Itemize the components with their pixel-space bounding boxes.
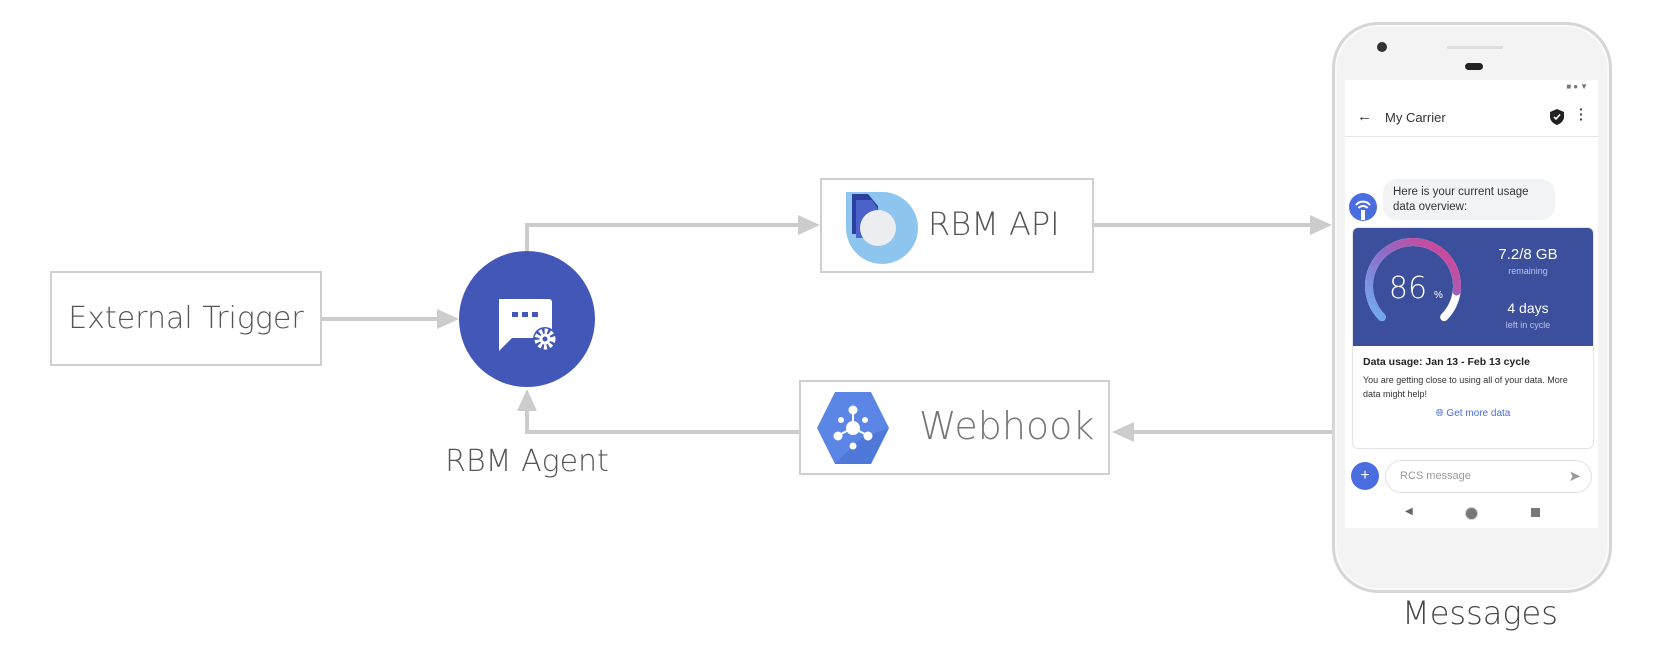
arrowhead <box>437 309 459 329</box>
rbm-agent-label: RBM Agent <box>445 444 609 479</box>
external-trigger-label: External Trigger <box>68 301 304 336</box>
nav-home-icon[interactable] <box>1465 507 1478 520</box>
get-more-data-label: Get more data <box>1446 408 1511 419</box>
edge-webhook-agent <box>525 405 799 434</box>
rbm-api-label: RBM API <box>928 205 1060 243</box>
days-left: 4 days <box>1507 300 1549 316</box>
input-placeholder: RCS message <box>1400 470 1471 482</box>
gauge-unit: % <box>1434 290 1443 301</box>
gauge-value: 86 <box>1389 271 1427 306</box>
carrier-avatar-icon <box>1349 193 1377 221</box>
add-attachment-button[interactable]: + <box>1351 462 1379 490</box>
webhook-label: Webhook <box>919 404 1095 448</box>
data-caption: remaining <box>1508 266 1548 276</box>
send-icon[interactable]: ➤ <box>1568 468 1581 485</box>
earpiece <box>1465 63 1483 70</box>
edge-agent-api <box>525 223 800 251</box>
speaker-grille <box>1447 46 1503 49</box>
days-caption: left in cycle <box>1505 320 1551 330</box>
arrowhead <box>1310 215 1332 235</box>
rbm-api-node: RBM API <box>820 178 1094 273</box>
message-bubble: Here is your current usage data overview… <box>1383 179 1555 220</box>
nav-recent-icon[interactable] <box>1531 508 1540 517</box>
card-title: Data usage: Jan 13 - Feb 13 cycle <box>1363 356 1530 368</box>
globe-icon: 🌐︎ <box>1435 408 1444 419</box>
header-title: My Carrier <box>1385 110 1446 125</box>
messages-label: Messages <box>1402 594 1558 632</box>
more-menu-icon[interactable]: ··· <box>1579 101 1584 127</box>
arrowhead <box>517 389 537 411</box>
message-input[interactable]: RCS message ➤ <box>1385 460 1592 493</box>
data-amount: 7.2/8 GB <box>1498 246 1558 263</box>
webhook-hexagon-icon <box>817 392 889 464</box>
rbm-api-logo-icon <box>846 191 918 264</box>
arrowhead <box>1112 422 1134 442</box>
card-body: You are getting close to using all of yo… <box>1363 375 1568 399</box>
arrowhead <box>798 215 820 235</box>
status-icons: ■●▼ <box>1566 82 1590 91</box>
usage-card-header: 86 % 7.2/8 GB remaining 4 days left in c… <box>1353 228 1593 346</box>
chat-gear-icon <box>499 299 557 351</box>
usage-card: 86 % 7.2/8 GB remaining 4 days left in c… <box>1352 227 1594 449</box>
external-trigger-node: External Trigger <box>50 271 322 366</box>
usage-gauge: 86 % <box>1365 238 1461 322</box>
webhook-node: Webhook <box>799 380 1110 475</box>
phone-screen: ■●▼ ← My Carrier ··· Here is your curren… <box>1345 80 1598 528</box>
rbm-agent-node <box>459 251 595 387</box>
back-arrow-icon[interactable]: ← <box>1357 108 1372 125</box>
nav-back-icon[interactable]: ◀ <box>1405 506 1413 517</box>
app-header: ← My Carrier ··· <box>1345 100 1598 137</box>
camera-icon <box>1377 42 1387 52</box>
get-more-data-button[interactable]: 🌐︎ Get more data <box>1353 408 1593 419</box>
verified-shield-icon[interactable] <box>1550 109 1564 125</box>
